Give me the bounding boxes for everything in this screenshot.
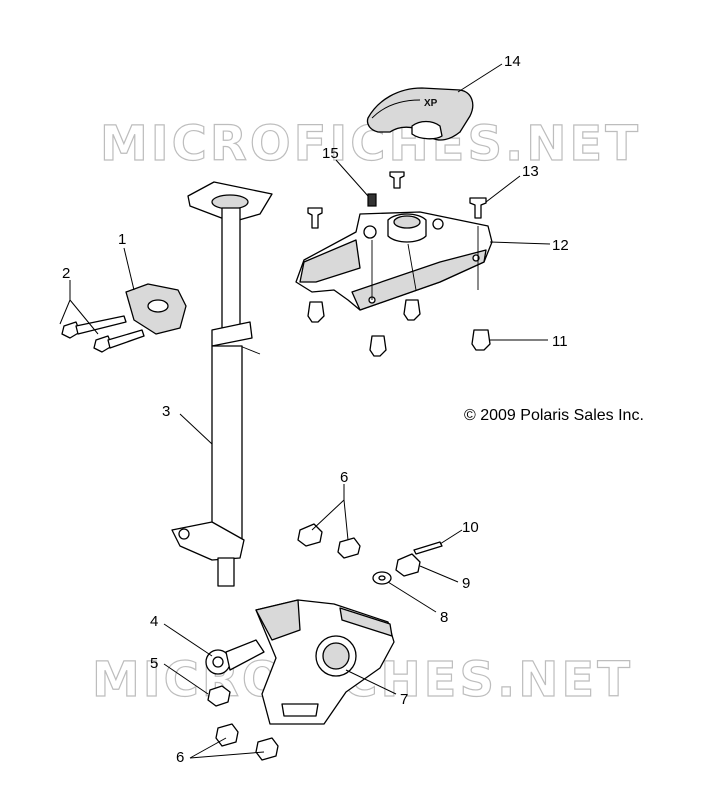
part-1-bracket — [125, 283, 187, 335]
part-6-nuts-lower — [215, 723, 279, 761]
part-6-nuts-upper — [297, 523, 361, 559]
leader-lines — [59, 63, 551, 759]
callout-12: 12 — [552, 237, 569, 254]
callout-5: 5 — [150, 655, 158, 672]
part-7-lower-bracket — [255, 599, 395, 725]
part-10-cotter-pin — [413, 541, 443, 555]
part-2-bolts — [61, 315, 145, 353]
callout-11: 11 — [552, 333, 568, 350]
callout-8: 8 — [440, 609, 448, 626]
callout-6-upper: 6 — [340, 469, 348, 486]
copyright-text: © 2009 Polaris Sales Inc. — [464, 407, 644, 424]
callout-4: 4 — [150, 613, 158, 630]
part-14-handlebar-cover: XP — [366, 87, 474, 141]
callout-6-lower: 6 — [176, 749, 184, 766]
part-15-screw — [367, 193, 377, 207]
part-12-handlebar-mount — [295, 211, 493, 311]
part-8-washer — [372, 571, 392, 585]
part-3-steering-column — [171, 181, 273, 587]
callouts: 1 2 3 4 5 6 6 7 8 9 10 11 12 13 14 15 — [62, 53, 569, 766]
callout-13: 13 — [522, 163, 539, 180]
callout-10: 10 — [462, 519, 479, 536]
callout-9: 9 — [462, 575, 470, 592]
part-9-castle-nut — [395, 553, 421, 577]
svg-text:XP: XP — [424, 98, 438, 109]
callout-1: 1 — [118, 231, 126, 248]
callout-14: 14 — [504, 53, 521, 70]
part-11-nuts — [307, 299, 491, 357]
callout-7: 7 — [400, 691, 408, 708]
part-5-nut — [207, 685, 231, 707]
callout-3: 3 — [162, 403, 170, 420]
callout-15: 15 — [322, 145, 339, 162]
callout-2: 2 — [62, 265, 70, 282]
part-13-screws — [307, 171, 487, 229]
